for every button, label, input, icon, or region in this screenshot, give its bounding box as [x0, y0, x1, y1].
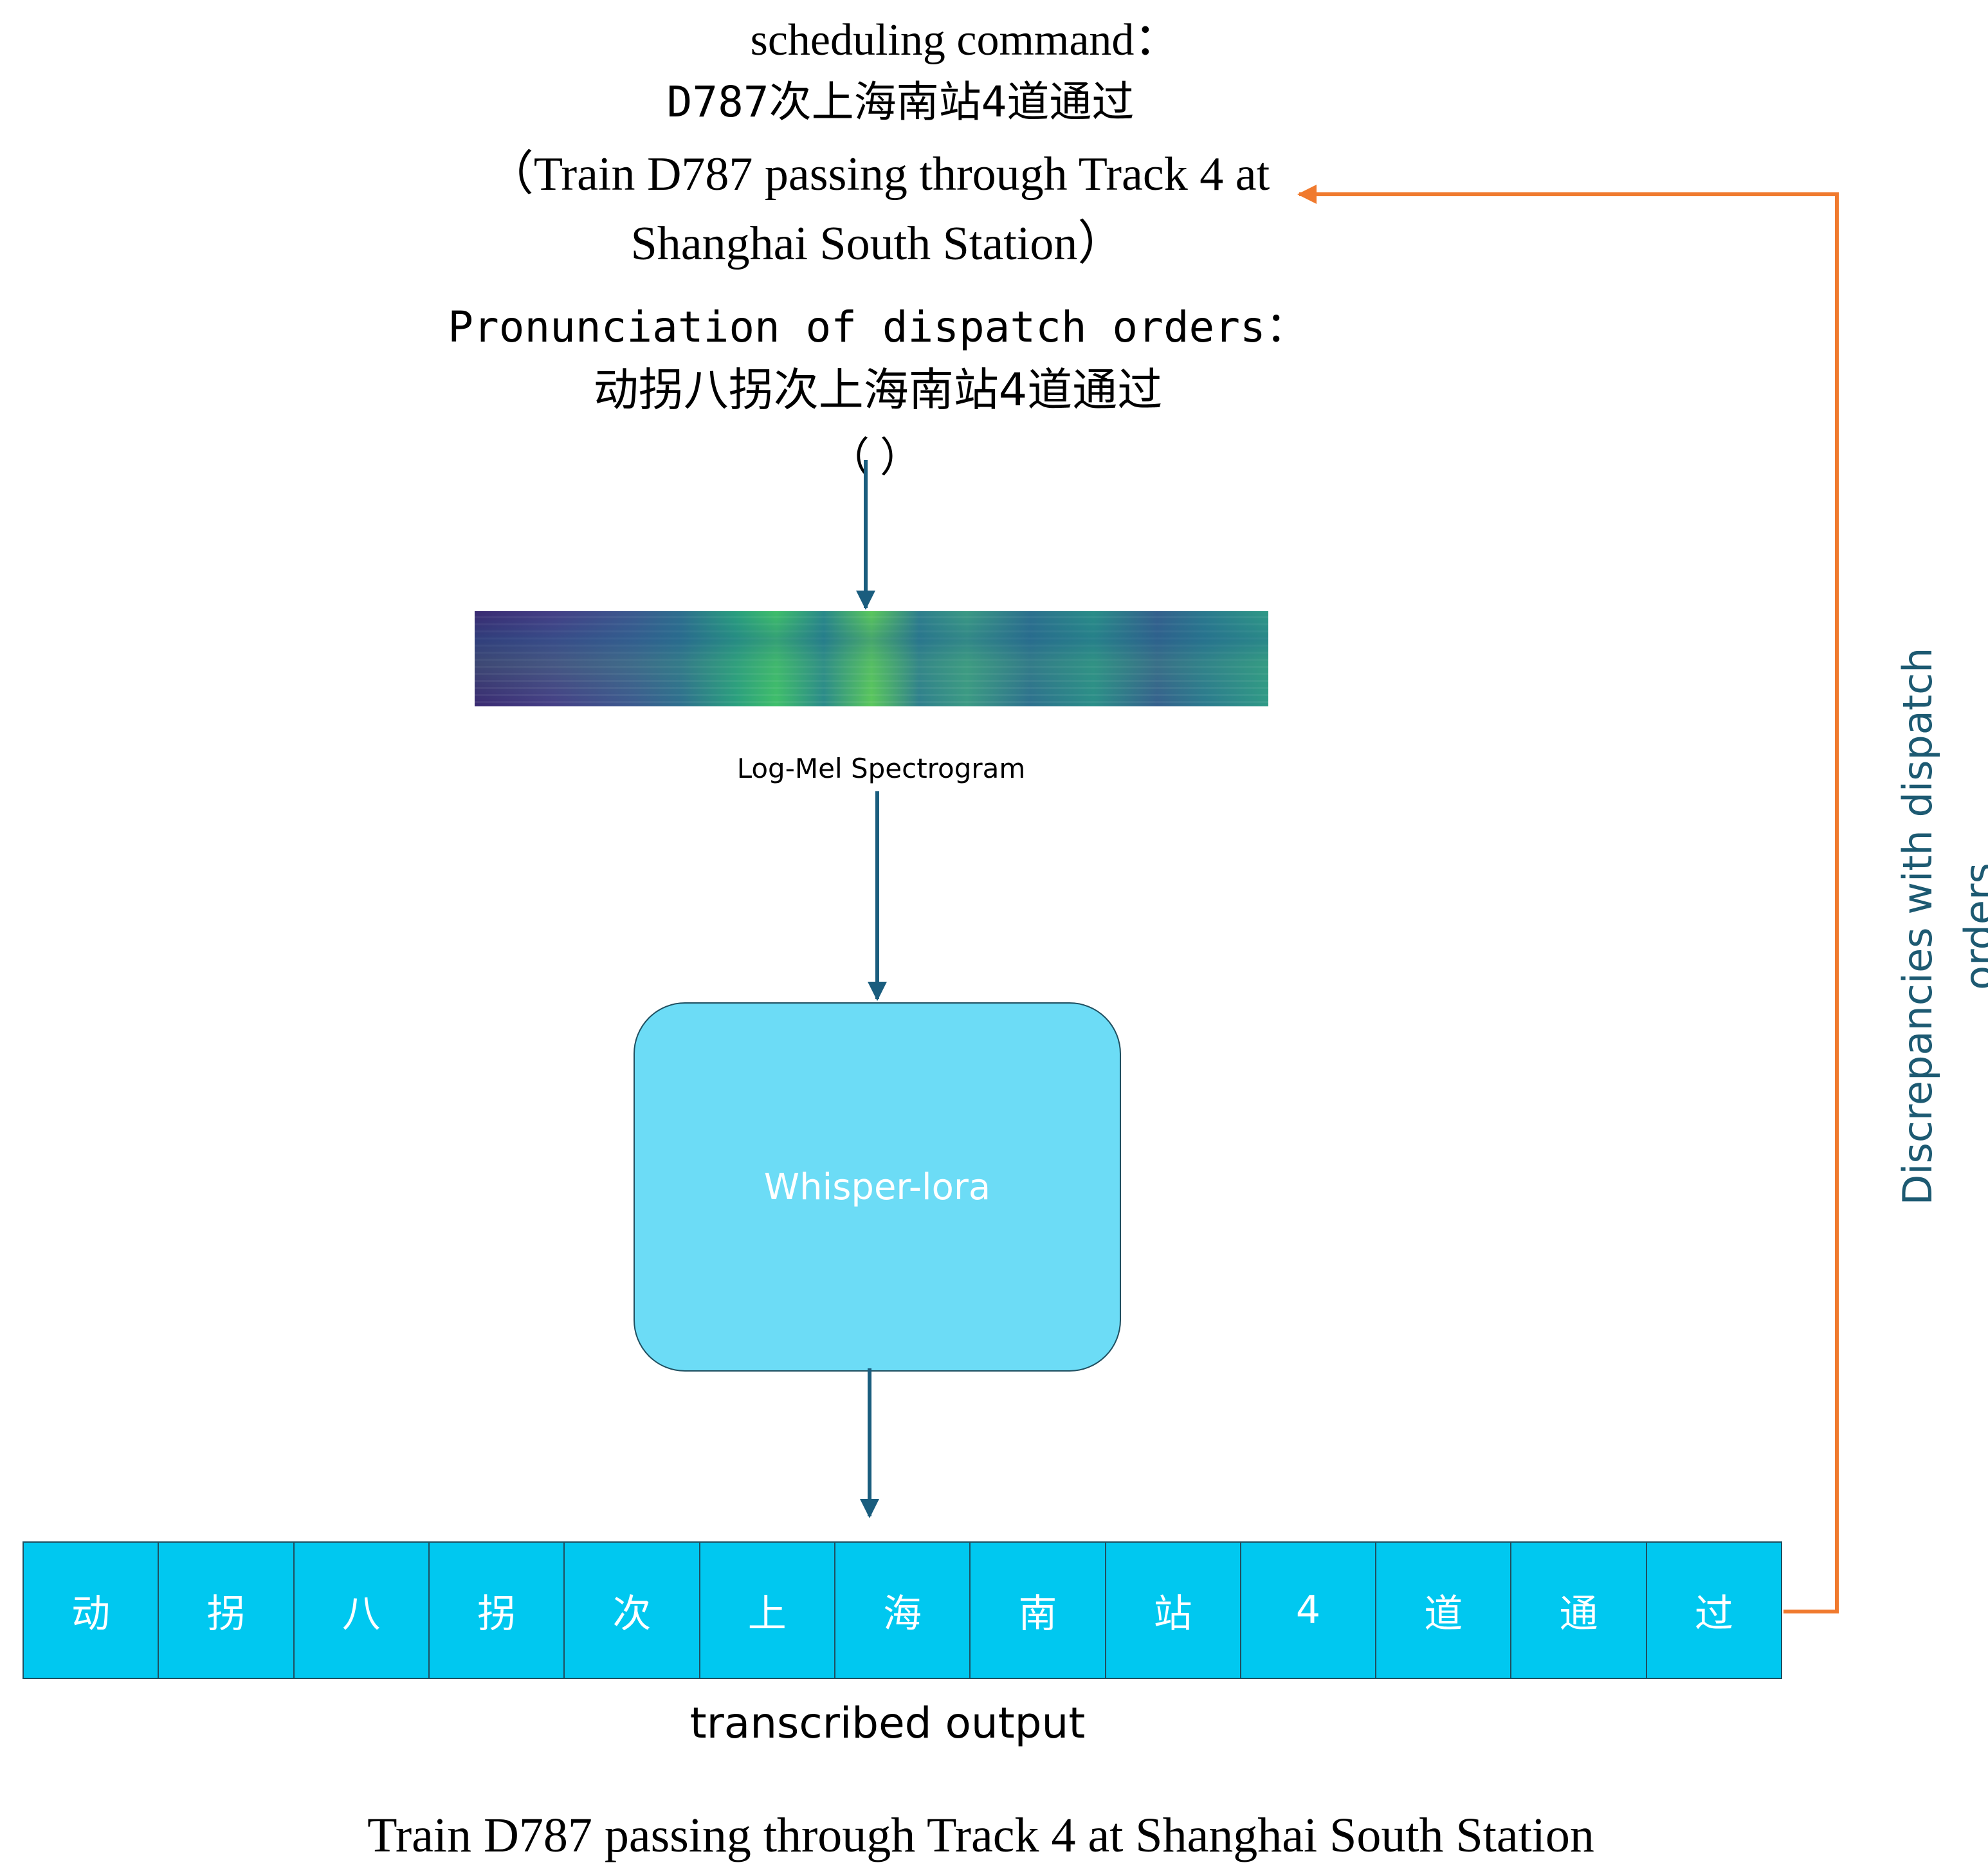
- token-cell: 海: [835, 1543, 971, 1678]
- scheduling-command-chinese: D787次上海南站4道通过: [666, 77, 1135, 127]
- token-cell: 拐: [159, 1543, 295, 1678]
- whisper-lora-model-box: Whisper-lora: [634, 1002, 1121, 1372]
- token-cell: 道: [1376, 1543, 1512, 1678]
- arrow-feedback-to-command: [1297, 185, 1839, 1613]
- token-cell: 拐: [430, 1543, 565, 1678]
- scheduling-command-english-line2: Shanghai South Station）: [630, 217, 1126, 270]
- token-cell: 上: [700, 1543, 835, 1678]
- token-cell: 八: [295, 1543, 430, 1678]
- scheduling-command-label: scheduling command：: [750, 15, 1180, 65]
- token-cell: 站: [1106, 1543, 1241, 1678]
- log-mel-spectrogram-image: [475, 611, 1268, 706]
- pronunciation-chinese: 动拐八拐次上海南站4道通过: [593, 363, 1163, 416]
- pronunciation-parenthesis: （ ）: [828, 435, 921, 481]
- whisper-lora-label: Whisper-lora: [763, 1166, 991, 1208]
- bottom-caption: Train D787 passing through Track 4 at Sh…: [367, 1808, 1594, 1862]
- token-cell: 动: [24, 1543, 160, 1678]
- token-cell: 次: [565, 1543, 700, 1678]
- pronunciation-label: Pronunciation of dispatch orders：: [448, 302, 1308, 352]
- token-cell: 南: [971, 1543, 1106, 1678]
- scheduling-command-english-line1: （Train D787 passing through Track 4 at: [486, 148, 1270, 201]
- transcribed-output-label: transcribed output: [689, 1698, 1086, 1748]
- spectrogram-label: Log-Mel Spectrogram: [736, 753, 1026, 784]
- token-cell: 过: [1694, 1591, 1733, 1637]
- token-cell: 通: [1511, 1543, 1647, 1678]
- token-cell: 4: [1241, 1543, 1377, 1678]
